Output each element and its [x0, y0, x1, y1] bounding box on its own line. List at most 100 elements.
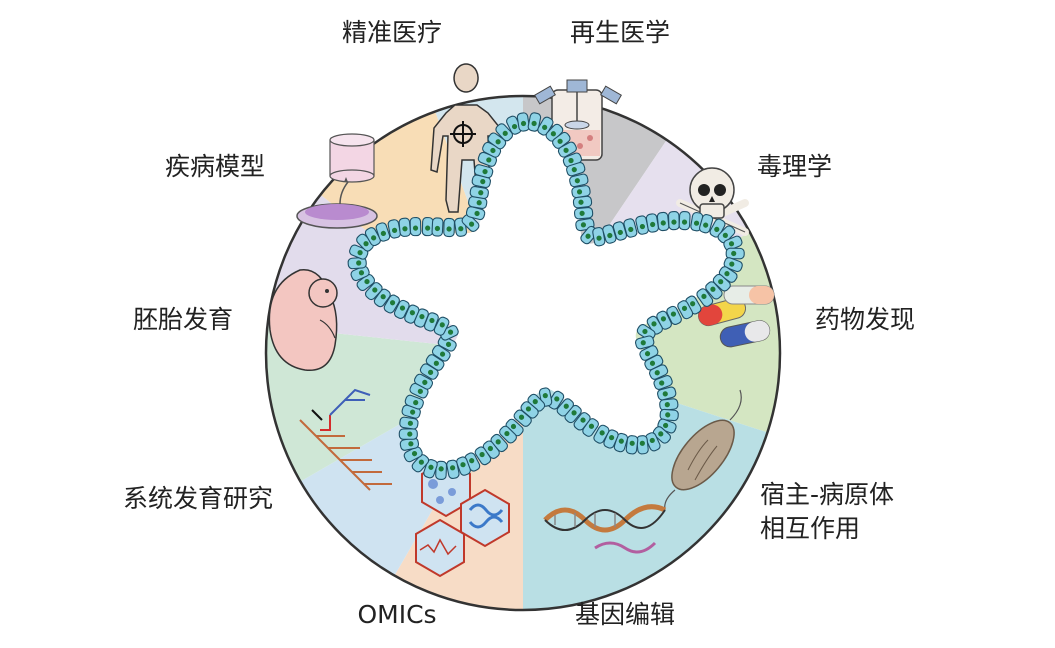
organoid-cell-nucleus	[563, 403, 569, 409]
organoid-cell-nucleus	[363, 241, 369, 247]
organoid-cell-nucleus	[670, 311, 677, 317]
label-systems-development: 系统发育研究	[122, 484, 273, 513]
organoid-cell-nucleus	[356, 260, 362, 266]
organoid-cell-nucleus	[542, 393, 548, 399]
organoid-cell-nucleus	[495, 439, 501, 445]
organoid-cell-nucleus	[439, 322, 445, 328]
organoid-cell-nucleus	[557, 138, 563, 144]
organoid-cell-nucleus	[731, 250, 737, 257]
organoid-cell-nucleus	[642, 328, 648, 335]
organoid-cell-nucleus	[665, 412, 671, 418]
organoid-cell-nucleus	[703, 222, 709, 228]
organoid-cell-nucleus	[380, 230, 386, 237]
organoid-cell-nucleus	[658, 431, 664, 437]
phylogenetic-tree-icon	[299, 388, 392, 491]
organoid-cell-nucleus	[571, 167, 577, 173]
organoid-cell-nucleus	[450, 465, 456, 471]
organoid-cell-nucleus	[628, 226, 634, 233]
label-regenerative-medicine: 再生医学	[569, 18, 671, 47]
organoid-cell-nucleus	[447, 329, 454, 335]
organoid-cell-nucleus	[439, 351, 446, 357]
organoid-cell-nucleus	[659, 380, 665, 386]
organoid-cell-nucleus	[479, 451, 485, 458]
organoid-cell-nucleus	[380, 294, 386, 300]
organoid-cell-nucleus	[425, 225, 431, 231]
organoid-cell-nucleus	[599, 430, 605, 436]
organoid-cell-nucleus	[468, 221, 475, 227]
petri-dish-icon	[296, 133, 378, 229]
organoid-cell-nucleus	[429, 317, 435, 324]
organoid-cell-nucleus	[490, 147, 496, 154]
capsules-icon	[697, 285, 775, 348]
organoid-cell-nucleus	[445, 341, 452, 347]
organoid-cell-nucleus	[408, 441, 414, 447]
label-toxicology: 毒理学	[757, 152, 833, 181]
organoid-cell-nucleus	[372, 287, 378, 293]
organoid-cell-nucleus	[568, 157, 574, 164]
label-drug-discovery: 药物发现	[815, 305, 916, 334]
organoid-cell-nucleus	[554, 396, 560, 402]
organoid-cell-nucleus	[504, 430, 510, 437]
segment-drug-discovery	[523, 212, 780, 446]
organoid-cell-nucleus	[433, 360, 439, 366]
organoid-cell-nucleus	[690, 301, 696, 307]
organoid-cell-nucleus	[701, 293, 707, 299]
organoid-cell-nucleus	[409, 310, 416, 316]
organoid-cell-nucleus	[644, 351, 651, 357]
organoid-cell-nucleus	[482, 168, 488, 175]
organoid-cell-nucleus	[580, 417, 586, 423]
organoid-cell-nucleus	[364, 278, 370, 285]
organoid-cell-nucleus	[476, 200, 482, 206]
organoid-cell-nucleus	[525, 406, 532, 412]
organoid-cell-nucleus	[664, 402, 670, 408]
organoid-cell-nucleus	[671, 219, 677, 225]
organoid-cell-nucleus	[579, 210, 585, 216]
organoid-cell-nucleus	[417, 388, 423, 394]
label-gene-editing: 基因编辑	[574, 600, 676, 629]
organoid-cell-nucleus	[480, 179, 486, 185]
organoid-lumen	[365, 129, 727, 464]
organoid-cell-nucleus	[371, 235, 377, 241]
organoid-cell-nucleus	[427, 369, 434, 375]
organoid-cell-nucleus	[502, 130, 508, 137]
organoid-cell-nucleus	[532, 399, 538, 405]
organoid-cell-nucleus	[576, 189, 583, 195]
organoid-cell-nucleus	[411, 451, 418, 457]
label-host-pathogen-line2: 相互作用	[760, 514, 861, 543]
organoid-cell-nucleus	[580, 222, 587, 228]
organoid-cell-nucleus	[649, 437, 655, 444]
organoid-cell-nucleus	[419, 314, 425, 320]
organoid-cell-nucleus	[407, 431, 413, 437]
hexagon-omics-icon	[415, 458, 510, 578]
organoid-cell-nucleus	[474, 210, 480, 217]
organoid-cell-nucleus	[681, 219, 688, 225]
organoid-cell-nucleus	[422, 379, 428, 386]
organoid-cell-nucleus	[681, 305, 688, 311]
organoid-cell-nucleus	[542, 124, 548, 130]
organoid-cell-nucleus	[693, 220, 700, 226]
organoid-cell-nucleus	[399, 305, 406, 311]
organoid-cell-nucleus	[607, 232, 613, 239]
organoid-cell-nucleus	[412, 225, 419, 231]
organoid-cell-nucleus	[617, 229, 623, 236]
organoid-cell-nucleus	[728, 241, 735, 247]
organoid-cell-nucleus	[629, 440, 635, 446]
organoid-cell-nucleus	[469, 458, 475, 464]
organoid-cell-nucleus	[531, 120, 537, 127]
wheel-outline	[264, 94, 782, 612]
label-embryo-development: 胚胎发育	[132, 305, 233, 334]
organoid-cell-nucleus	[609, 435, 615, 441]
organoid-cell-nucleus	[518, 414, 525, 420]
organoid-cell-nucleus	[434, 225, 441, 232]
organoid-cell-nucleus	[660, 220, 666, 226]
organoid-cell-nucleus	[413, 400, 419, 406]
organoid-cell-nucleus	[654, 370, 660, 376]
organoid-cell-nucleus	[407, 420, 413, 426]
organoid-cell-nucleus	[651, 321, 657, 327]
organoid-cell-nucleus	[618, 438, 624, 444]
organoid-cell-nucleus	[460, 462, 466, 468]
organoid-cell-nucleus	[495, 139, 501, 145]
organoid-cell-nucleus	[550, 131, 556, 137]
organoid-cell-nucleus	[724, 271, 730, 277]
organoid-cell-nucleus	[714, 226, 720, 233]
